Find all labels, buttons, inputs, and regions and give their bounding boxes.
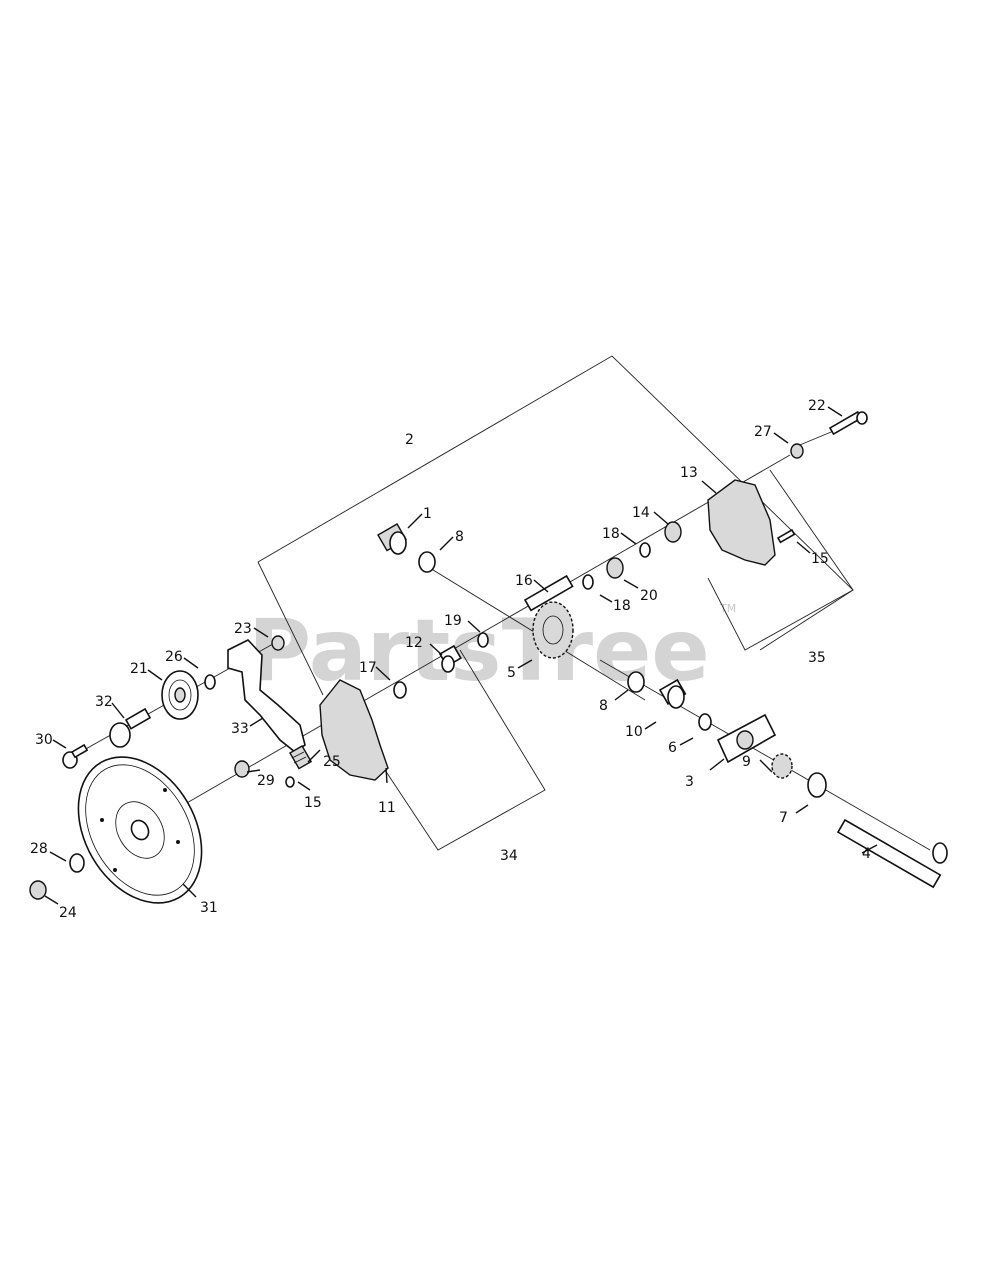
callout-6: 6 (668, 740, 677, 756)
watermark-trademark: TM (719, 602, 736, 615)
bolt-30 (62, 743, 89, 769)
callout-20: 20 (640, 588, 658, 604)
callout-15-upper: 15 (811, 551, 829, 567)
callout-3: 3 (685, 774, 694, 790)
bushing-12 (438, 644, 462, 673)
ring-19 (477, 632, 489, 648)
callout-10: 10 (625, 724, 643, 740)
callout-24: 24 (59, 905, 77, 921)
shoulder-bolt-32 (109, 707, 152, 748)
callout-15-lower: 15 (304, 795, 322, 811)
pulley (77, 756, 203, 904)
bearing-20 (606, 557, 624, 579)
callout-34: 34 (500, 848, 518, 864)
bolt-22 (828, 410, 868, 436)
nut-23 (271, 635, 285, 651)
callout-8-lower: 8 (599, 698, 608, 714)
callout-12: 12 (405, 635, 423, 651)
callout-33: 33 (231, 721, 249, 737)
washer-18-lower (582, 574, 594, 590)
callout-31: 31 (200, 900, 218, 916)
callout-5: 5 (507, 665, 516, 681)
idler-pulley-21 (161, 670, 199, 720)
callout-1: 1 (423, 506, 432, 522)
shaft-16 (523, 574, 574, 612)
washer-18-upper (639, 542, 651, 558)
callout-19: 19 (444, 613, 462, 629)
callout-18-lower: 18 (613, 598, 631, 614)
washer-29 (234, 760, 250, 778)
assembly-35-outline (707, 469, 854, 651)
assembly-34-outline (384, 649, 546, 851)
callout-27: 27 (754, 424, 772, 440)
callout-35: 35 (808, 650, 826, 666)
screw-15-lower (285, 776, 295, 788)
shaft-axis-line (599, 659, 931, 851)
gear-5 (532, 601, 574, 659)
callout-17: 17 (359, 660, 377, 676)
leader-lines (44, 406, 878, 905)
ring-6 (698, 713, 712, 731)
washer-7 (807, 772, 827, 798)
callout-29: 29 (257, 773, 275, 789)
callout-25: 25 (323, 754, 341, 770)
assembly-2-left-edge (257, 561, 324, 696)
callout-32: 32 (95, 694, 113, 710)
housing-left-11 (319, 679, 389, 781)
assembly-2-outline (257, 355, 854, 651)
bushing-14 (664, 521, 682, 543)
washer-28 (69, 853, 85, 873)
watermark: PartsTree TM (248, 601, 736, 701)
callout-8-upper: 8 (455, 529, 464, 545)
housing-right-13 (707, 479, 776, 566)
callout-26: 26 (165, 649, 183, 665)
parts (29, 410, 948, 904)
callout-2: 2 (405, 432, 414, 448)
bearing-1 (377, 523, 408, 555)
nut-24 (29, 880, 47, 900)
callout-11: 11 (378, 800, 396, 816)
ring-17 (393, 681, 407, 699)
washer-8-lower (627, 671, 645, 693)
spring-25 (289, 745, 313, 770)
callout-23: 23 (234, 621, 252, 637)
callout-14: 14 (632, 505, 650, 521)
callout-7: 7 (779, 810, 788, 826)
callout-13: 13 (680, 465, 698, 481)
screw-15-upper (776, 528, 796, 544)
callout-4: 4 (862, 846, 871, 862)
callout-9: 9 (742, 754, 751, 770)
callout-22: 22 (808, 398, 826, 414)
callout-21: 21 (130, 661, 148, 677)
callout-30: 30 (35, 732, 53, 748)
plate-3 (716, 713, 777, 764)
callout-18-upper: 18 (602, 526, 620, 542)
washer-26 (204, 674, 216, 690)
callout-28: 28 (30, 841, 48, 857)
washer-8-upper (418, 551, 436, 573)
callout-labels: 1 2 3 4 5 6 7 8 8 9 10 11 12 13 14 15 15… (30, 398, 871, 921)
nut-27 (790, 443, 804, 459)
gear-9 (771, 753, 793, 779)
callout-16: 16 (515, 573, 533, 589)
shaft-4 (836, 818, 948, 889)
bushing-10 (658, 678, 687, 709)
assembly-outlines (257, 355, 854, 851)
